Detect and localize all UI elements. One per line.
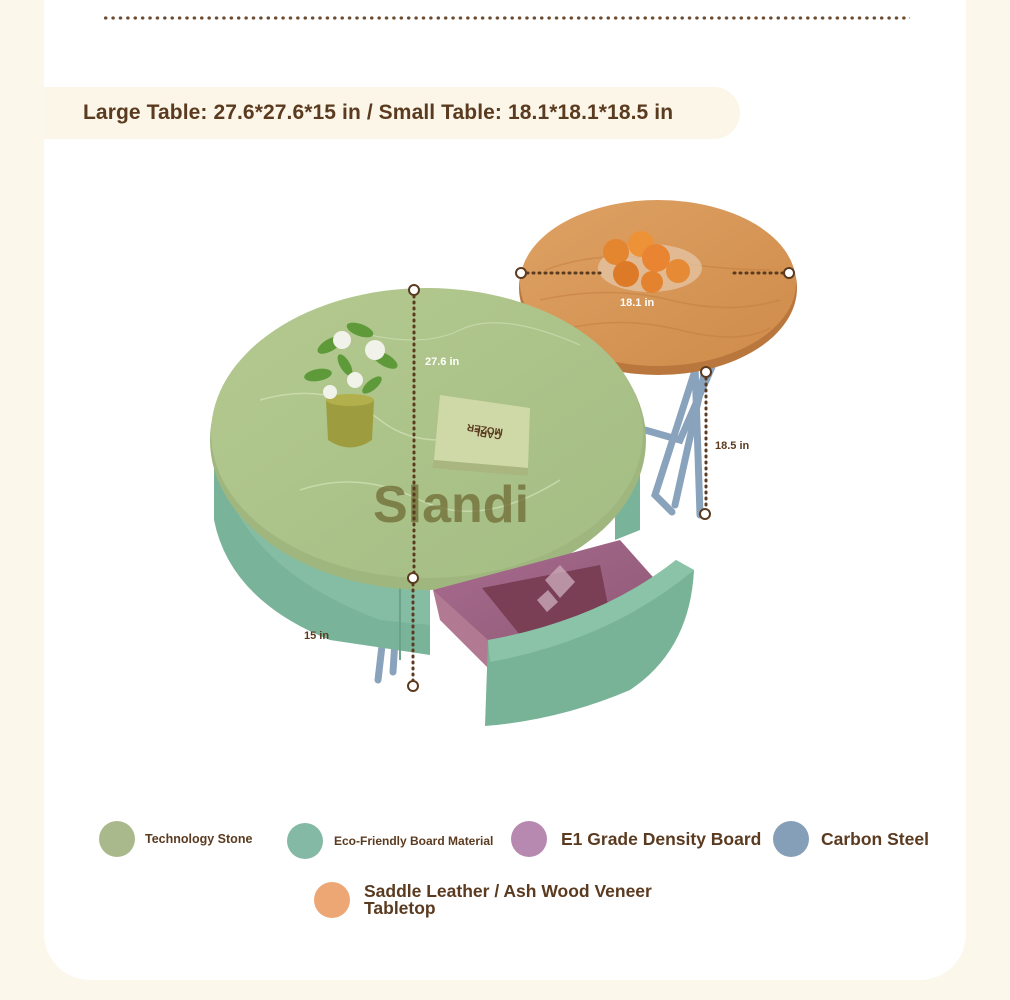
- technology-stone-swatch: [99, 821, 135, 857]
- dotted-divider: [102, 16, 910, 20]
- watermark-logo: Slandi: [373, 476, 529, 534]
- plant-vase: [304, 322, 398, 448]
- e1-board-swatch: [511, 821, 547, 857]
- eco-board-swatch: [287, 823, 323, 859]
- dimensions-text: Large Table: 27.6*27.6*15 in / Small Tab…: [83, 101, 674, 124]
- legend-label: Saddle Leather / Ash Wood Veneer Tableto…: [364, 881, 652, 918]
- dimensions-banner: Large Table: 27.6*27.6*15 in / Small Tab…: [44, 87, 740, 139]
- large-diameter-label: 27.6 in: [425, 356, 460, 368]
- book: MOZER CARL: [432, 395, 530, 476]
- book-title-1: MOZER: [466, 421, 504, 437]
- saddle-leather-swatch: [314, 882, 350, 918]
- legend-item-eco-board: Eco-Friendly Board Material: [287, 823, 493, 859]
- small-table-legs: [641, 351, 719, 519]
- legend-label: E1 Grade Density Board: [561, 828, 762, 849]
- legend-label: Carbon Steel: [821, 828, 929, 849]
- legend-item-saddle-leather: Saddle Leather / Ash Wood Veneer Tableto…: [314, 882, 694, 918]
- legend-label: Technology Stone: [145, 831, 253, 846]
- carbon-steel-swatch: [773, 821, 809, 857]
- dimension-endpoints: [407, 267, 795, 692]
- large-table: [210, 288, 646, 660]
- open-drawer: [433, 540, 694, 726]
- book-title-2: CARL: [473, 426, 502, 441]
- legend-label: Eco-Friendly Board Material: [334, 833, 494, 848]
- legend-item-e1-density-board: E1 Grade Density Board: [511, 821, 761, 857]
- legend-item-carbon-steel: Carbon Steel: [773, 821, 929, 857]
- large-height-label: 15 in: [304, 630, 329, 642]
- small-height-label: 18.5 in: [715, 440, 750, 452]
- fruit-bowl: [598, 231, 702, 293]
- dimension-lines: [411, 271, 791, 688]
- legend-item-technology-stone: Technology Stone: [99, 821, 252, 857]
- small-diameter-label: 18.1 in: [620, 297, 655, 309]
